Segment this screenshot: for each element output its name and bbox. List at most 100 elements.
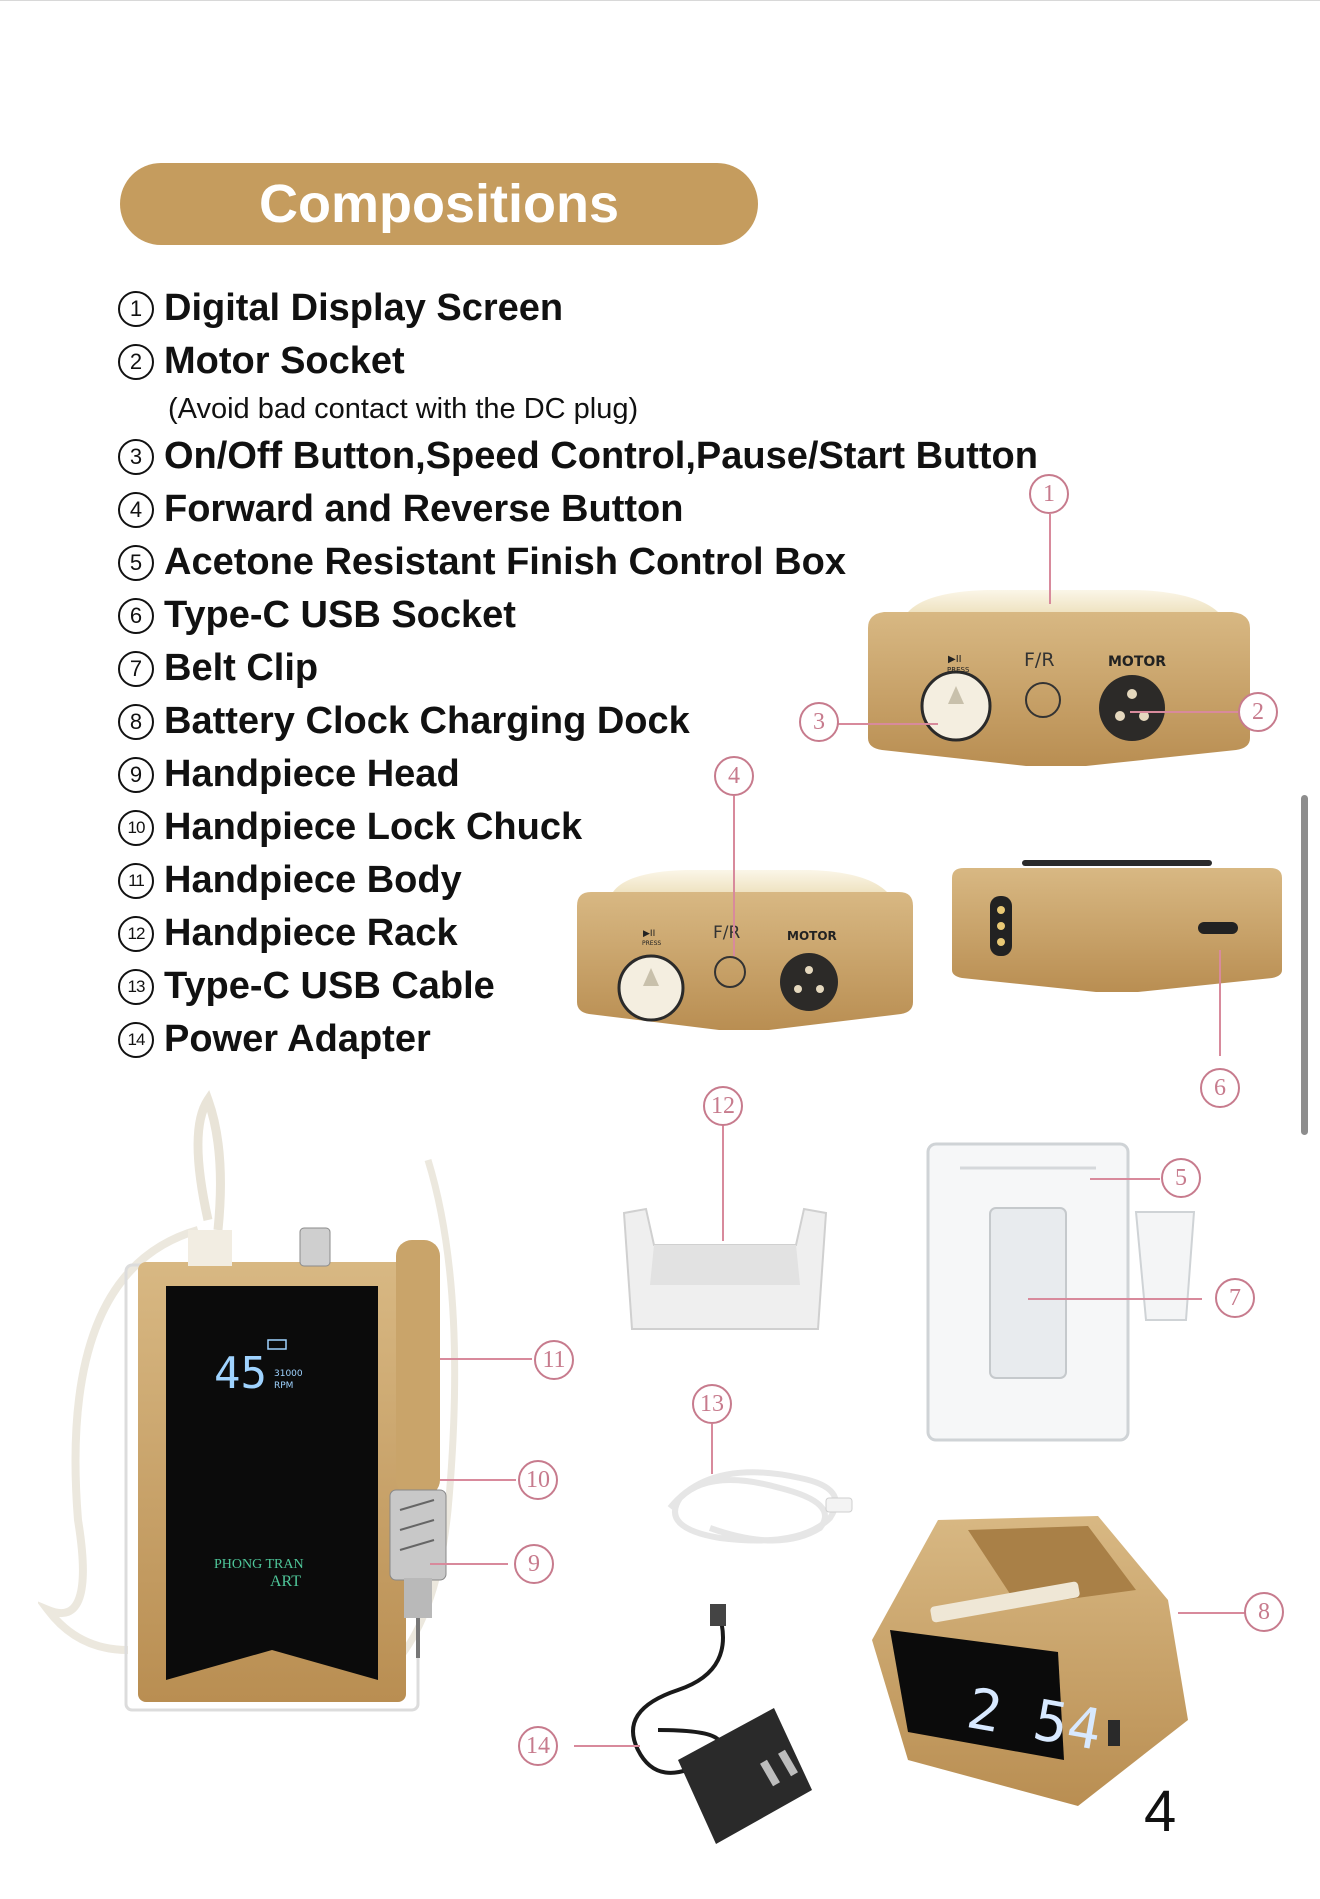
- usb-c-port: [1198, 922, 1238, 934]
- item-label: Battery Clock Charging Dock: [164, 700, 690, 742]
- leader-line-14: [574, 1745, 640, 1747]
- item-number: 2: [118, 343, 154, 380]
- list-item: 10 Handpiece Lock Chuck: [118, 801, 1118, 854]
- box-top-cover: [613, 870, 887, 892]
- leader-line-11: [440, 1358, 532, 1360]
- socket-pin: [1115, 711, 1125, 721]
- list-item: 13 Type-C USB Cable: [118, 960, 1118, 1013]
- contact-pin: [997, 938, 1005, 946]
- control-box-front-image-2: ▶II PRESS F/R MOTOR: [577, 870, 913, 1030]
- item-number: 12: [118, 915, 154, 952]
- item-label: Motor Socket: [164, 340, 405, 382]
- socket-pin: [805, 966, 813, 974]
- press-label: PRESS: [642, 940, 661, 947]
- brand-logo-line1: PHONG TRAN: [214, 1557, 304, 1572]
- coiled-cable: [38, 1226, 200, 1654]
- play-pause-symbol: ▶II: [948, 654, 962, 665]
- callout-11: 11: [534, 1340, 574, 1380]
- list-item: 11 Handpiece Body: [118, 854, 1118, 907]
- item-number: 13: [118, 968, 154, 1005]
- leader-line-7: [1028, 1298, 1202, 1300]
- callout-6: 6: [1200, 1068, 1240, 1108]
- item-number: 4: [118, 491, 154, 528]
- callout-2: 2: [1238, 692, 1278, 732]
- item-label: Acetone Resistant Finish Control Box: [164, 541, 846, 583]
- callout-7: 7: [1215, 1278, 1255, 1318]
- list-item: 3 On/Off Button,Speed Control,Pause/Star…: [118, 430, 1118, 483]
- motor-socket-note: (Avoid bad contact with the DC plug): [168, 393, 639, 425]
- leader-line-1: [1049, 514, 1051, 604]
- leader-line-4: [733, 796, 735, 956]
- list-item: 7 Belt Clip: [118, 642, 1118, 695]
- leader-line-6: [1219, 950, 1221, 1056]
- item-label: Power Adapter: [164, 1018, 431, 1060]
- item-label: Handpiece Rack: [164, 912, 458, 954]
- callout-1: 1: [1029, 474, 1069, 514]
- knob-arrow: [643, 968, 659, 986]
- power-knob: [299, 1227, 331, 1267]
- list-item: 8 Battery Clock Charging Dock: [118, 695, 1118, 748]
- motor-label: MOTOR: [1108, 654, 1166, 670]
- list-item: 6 Type-C USB Socket: [118, 589, 1118, 642]
- callout-5: 5: [1161, 1158, 1201, 1198]
- section-title: Compositions: [120, 163, 758, 245]
- handpiece-head: [404, 1578, 432, 1618]
- item-label: Handpiece Lock Chuck: [164, 806, 583, 848]
- item-number: 1: [118, 290, 154, 327]
- item-number: 8: [118, 703, 154, 740]
- callout-3: 3: [799, 702, 839, 742]
- handpiece-cup: [1134, 1211, 1196, 1321]
- leader-line-10: [440, 1479, 516, 1481]
- socket-pin: [1139, 711, 1149, 721]
- fr-button: [1025, 682, 1061, 718]
- list-item: 5 Acetone Resistant Finish Control Box: [118, 536, 1118, 589]
- adapter-body: [678, 1708, 812, 1844]
- speed-knob: [920, 670, 992, 742]
- fr-label: F/R: [1024, 649, 1055, 671]
- belt-clip: [989, 1207, 1067, 1379]
- callout-9: 9: [514, 1544, 554, 1584]
- socket-pin: [1127, 689, 1137, 699]
- item-label: On/Off Button,Speed Control,Pause/Start …: [164, 435, 1038, 477]
- item-number: 6: [118, 597, 154, 634]
- item-number: 3: [118, 438, 154, 475]
- callout-13: 13: [692, 1384, 732, 1424]
- item-label: Handpiece Head: [164, 753, 460, 795]
- scrollbar-thumb[interactable]: [1301, 795, 1308, 1135]
- callout-12: 12: [703, 1086, 743, 1126]
- handpiece-lock-chuck: [389, 1489, 447, 1581]
- belt-clip-edge: [1022, 860, 1212, 866]
- device-screen: [166, 1286, 378, 1680]
- contact-pin: [997, 922, 1005, 930]
- clock-display: [890, 1630, 1064, 1760]
- play-pause-symbol: ▶II: [643, 929, 655, 939]
- list-item: 2 Motor Socket: [118, 335, 1118, 388]
- item-label: Belt Clip: [164, 647, 319, 689]
- list-item: 14 Power Adapter: [118, 1013, 1118, 1066]
- usb-output-port: [1108, 1720, 1120, 1746]
- list-item: 9 Handpiece Head: [118, 748, 1118, 801]
- item-number: 9: [118, 756, 154, 793]
- handpiece-rack-image: [622, 1207, 828, 1330]
- callout-10: 10: [518, 1460, 558, 1500]
- speed-knob: [617, 954, 685, 1022]
- motor-label: MOTOR: [787, 929, 837, 943]
- box-body: [952, 868, 1282, 992]
- item-label: Type-C USB Cable: [164, 965, 495, 1007]
- leader-line-9: [430, 1563, 508, 1565]
- composition-list: 1 Digital Display Screen 2 Motor Socket …: [118, 282, 1118, 1066]
- leader-line-8: [1178, 1612, 1260, 1614]
- item-number: 11: [118, 862, 154, 899]
- dock-buttons: [930, 1581, 1080, 1623]
- item-label: Handpiece Body: [164, 859, 462, 901]
- item-number: 7: [118, 650, 154, 687]
- box-top-cover: [908, 590, 1218, 612]
- socket-pin: [794, 985, 802, 993]
- plug-prong: [778, 1749, 798, 1777]
- motor-cable: [193, 1090, 225, 1231]
- rpm-unit: RPM: [274, 1381, 293, 1391]
- leader-line-13: [711, 1424, 713, 1474]
- leader-line-5: [1090, 1178, 1160, 1180]
- rpm-readout: 45: [214, 1348, 267, 1399]
- fr-button: [714, 956, 746, 988]
